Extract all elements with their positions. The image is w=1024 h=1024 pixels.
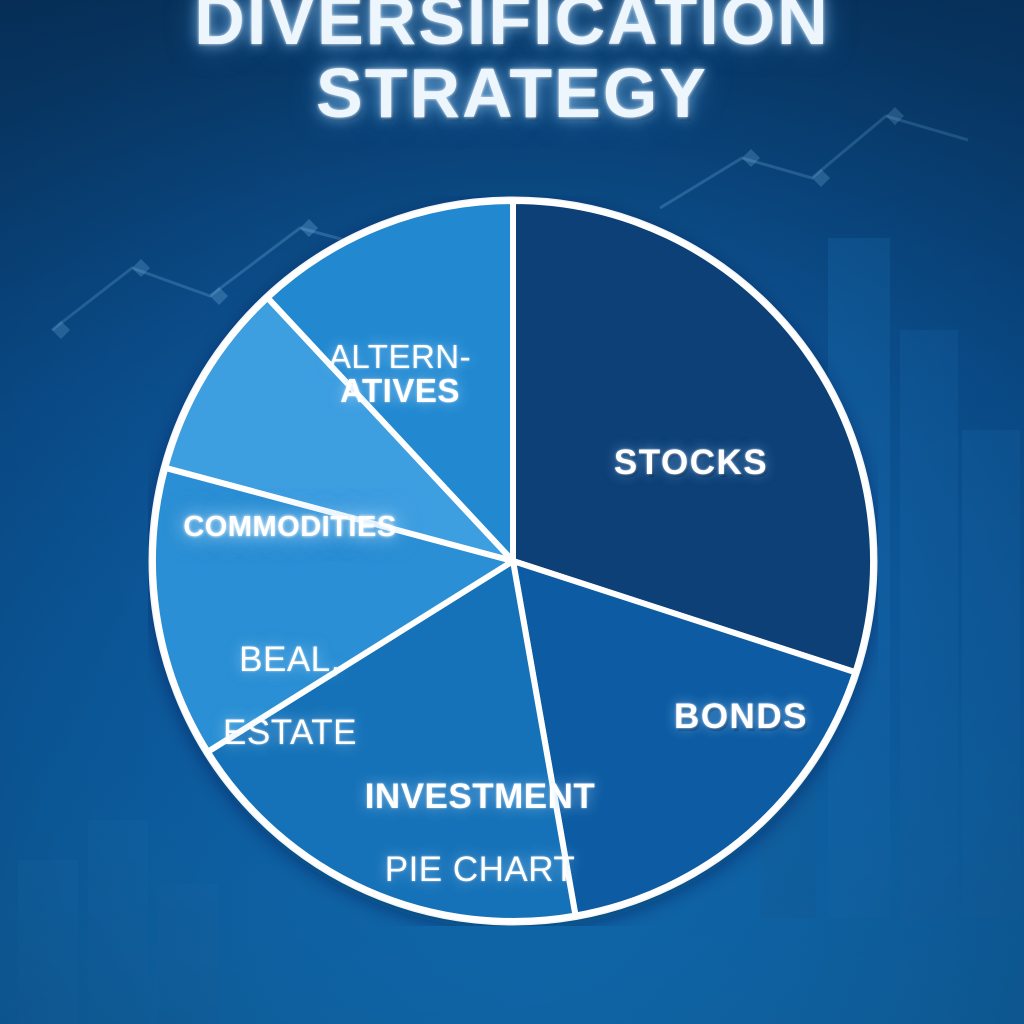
page-title: DIVERSIFICATION STRATEGY xyxy=(0,0,1024,127)
pie-slice-group xyxy=(150,198,876,924)
pie-svg xyxy=(148,196,878,926)
investment-pie-chart xyxy=(148,196,878,926)
title-line-2: STRATEGY xyxy=(316,53,708,132)
title-line-1: DIVERSIFICATION xyxy=(194,0,830,59)
pie-outer-ring xyxy=(148,196,878,926)
